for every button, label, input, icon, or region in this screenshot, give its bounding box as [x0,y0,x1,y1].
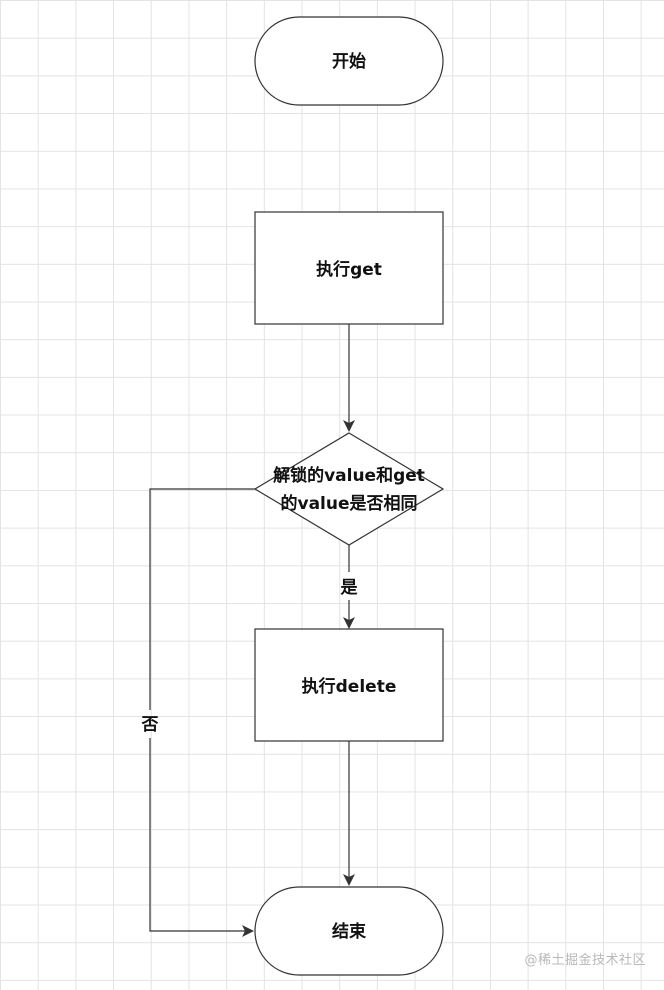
yes-edge-label: 是 [341,578,358,598]
end-node [254,886,444,976]
connector-decision-to-end-no-lower [149,738,254,937]
start-node-label: 开始 [332,51,366,72]
decision-node-line2: 的value是否相同 [280,493,417,514]
exec-get-node-label: 执行get [316,259,382,280]
decision-node-line1: 解锁的value和get [273,465,425,486]
start-node [254,16,444,106]
end-node-label: 结束 [332,921,366,942]
exec-delete-node [254,628,444,742]
decision-node [253,432,445,546]
no-edge-label: 否 [141,715,159,735]
exec-get-node [254,211,444,325]
connector-decision-to-end-no [149,488,255,710]
exec-delete-node-label: 执行delete [302,676,397,697]
watermark-text: @稀土掘金技术社区 [524,953,646,968]
